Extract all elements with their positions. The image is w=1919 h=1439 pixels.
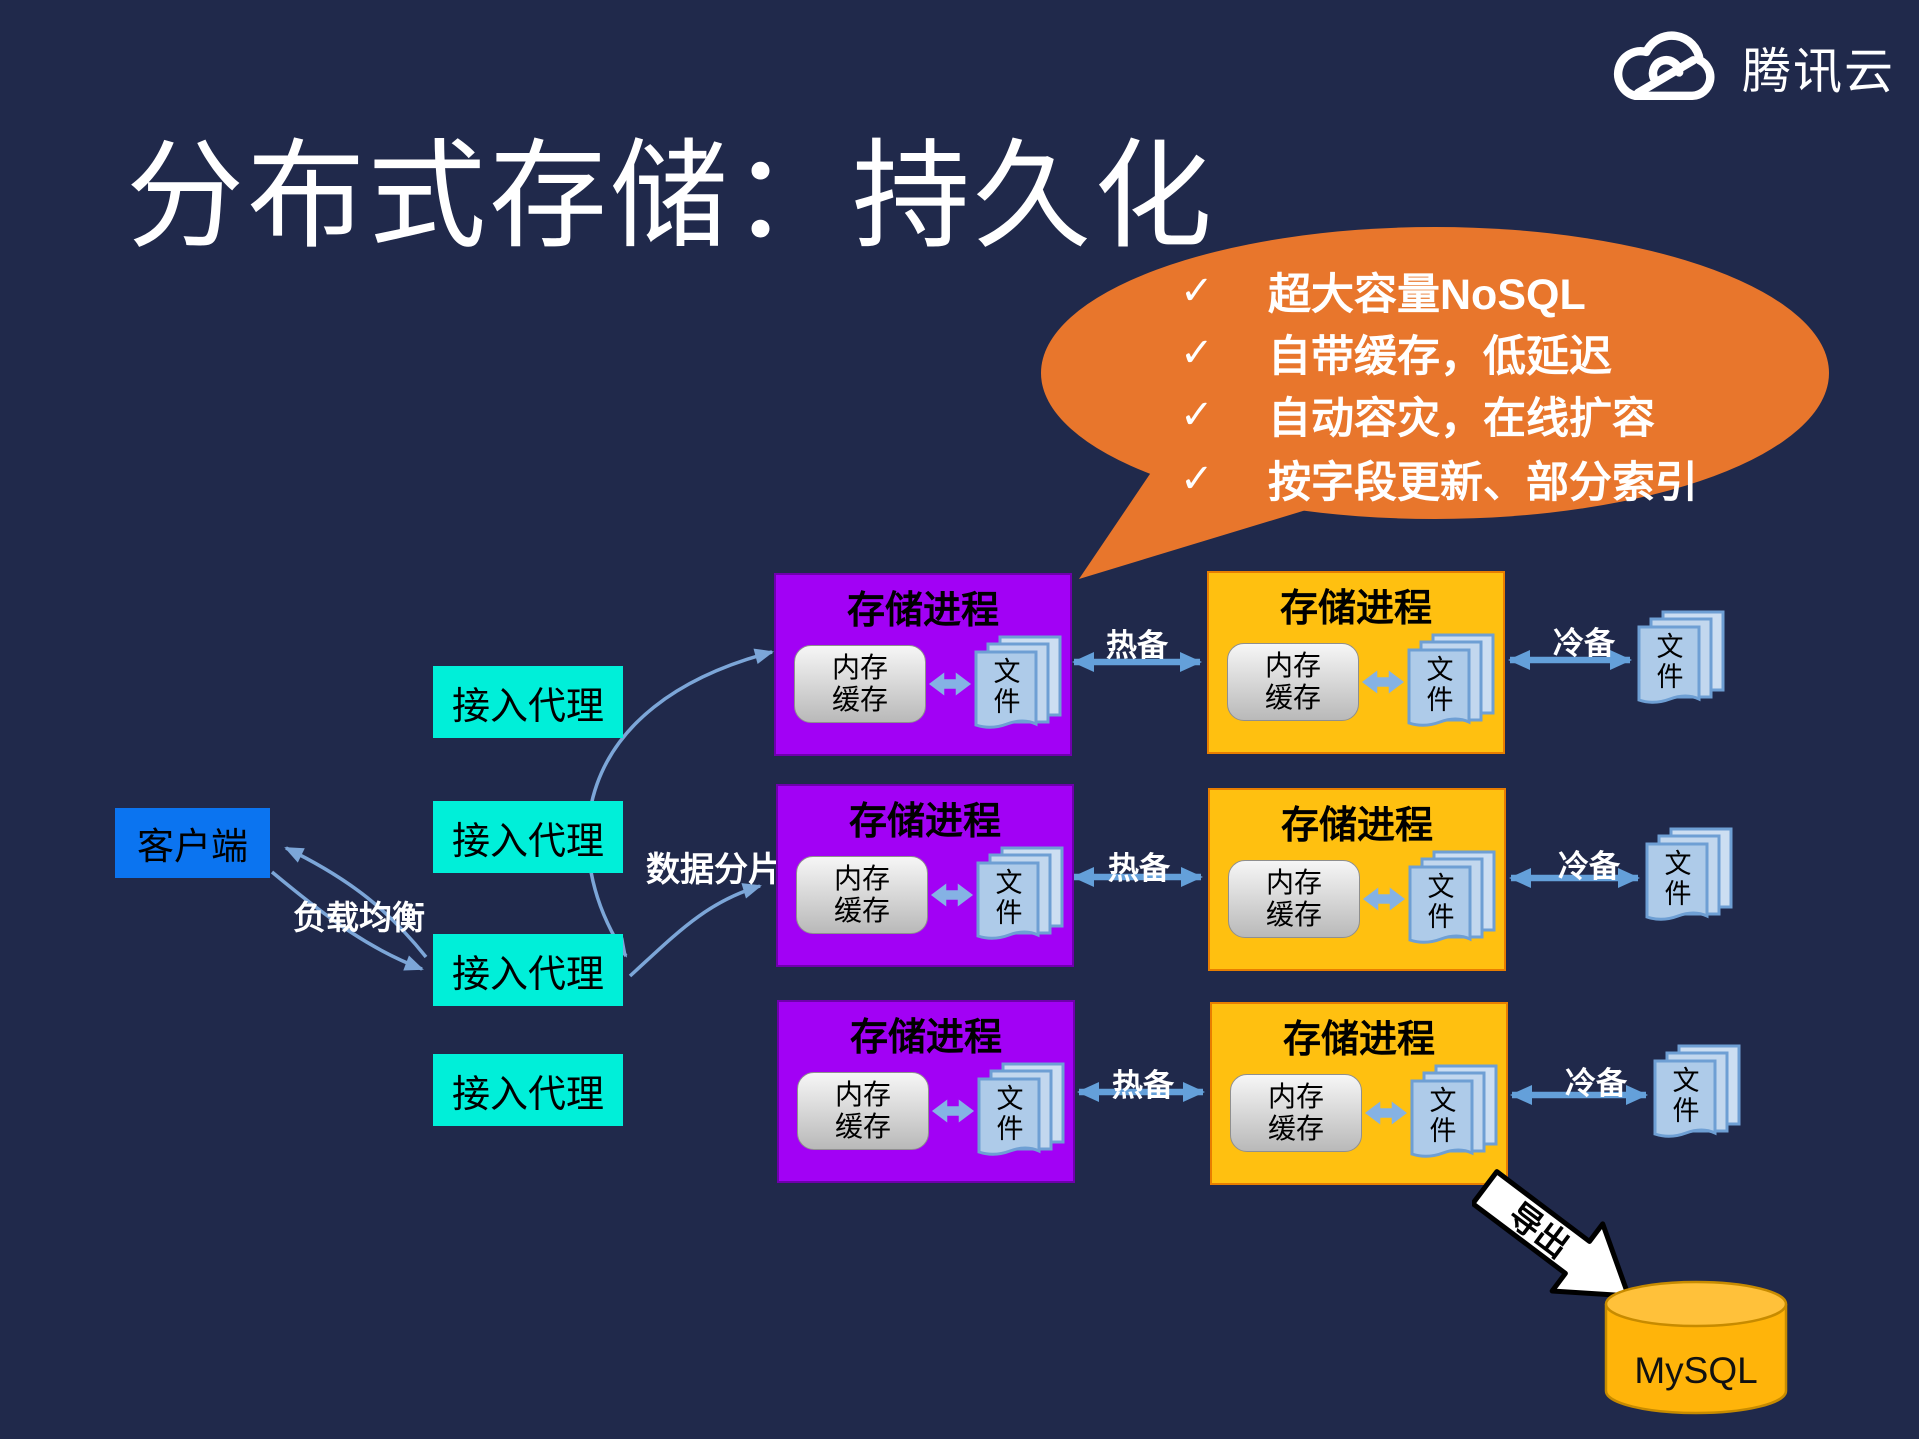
storage-process-replica-2: 存储进程 内存 缓存 文 件	[1208, 788, 1506, 971]
sync-arrow-icon	[1362, 887, 1406, 911]
bubble-item-text: 自动容灾，在线扩容	[1268, 395, 1655, 443]
cold-backup-label-row1: 冷备	[1553, 626, 1615, 661]
cache-line: 内存	[1267, 1080, 1324, 1112]
cache-line: 内存	[833, 862, 890, 894]
cold-file-stack-row2: 文 件	[1645, 827, 1737, 927]
bubble-item: ✓ 超大容量NoSQL	[1180, 267, 1586, 319]
export-arrow: 导出	[1472, 1169, 1632, 1299]
memory-cache-node: 内存 缓存	[1230, 1074, 1362, 1152]
cache-line: 缓存	[1264, 682, 1321, 713]
file-label: 件	[1664, 879, 1692, 910]
file-label: 文	[993, 657, 1021, 687]
cache-line: 内存	[1265, 866, 1322, 898]
sync-arrow-icon	[928, 672, 972, 696]
memory-cache-node: 内存 缓存	[1228, 860, 1360, 938]
check-icon: ✓	[1180, 269, 1214, 313]
cache-line: 缓存	[831, 684, 888, 715]
tencent-cloud-logo: 腾讯云	[1606, 22, 1895, 113]
file-stack-icon: 文 件	[974, 635, 1066, 735]
storage-process-primary-1: 存储进程 内存 缓存 文 件	[774, 573, 1072, 756]
cold-backup-label-row3: 冷备	[1565, 1066, 1627, 1101]
hot-backup-label-row1: 热备	[1106, 628, 1168, 663]
storage-process-primary-2: 存储进程 内存 缓存 文 件	[776, 784, 1074, 967]
client-node: 客户端	[115, 808, 270, 878]
sync-arrow-icon	[930, 883, 974, 907]
storage-process-title: 存储进程	[1279, 588, 1432, 630]
load-balance-label: 负载均衡	[293, 899, 425, 936]
storage-process-title: 存储进程	[848, 801, 1001, 843]
cold-backup-label-row2: 冷备	[1558, 849, 1620, 884]
hot-backup-label-row3: 热备	[1112, 1068, 1174, 1103]
file-label: 文	[1664, 849, 1692, 879]
cache-line: 缓存	[1267, 1113, 1324, 1144]
file-stack-icon: 文 件	[1408, 850, 1500, 950]
storage-process-title: 存储进程	[1280, 805, 1433, 847]
file-label: 件	[1672, 1096, 1700, 1127]
file-stack-icon: 文 件	[1410, 1064, 1502, 1164]
file-label: 文	[996, 1084, 1024, 1114]
page-title: 分布式存储：持久化	[126, 127, 1216, 265]
memory-cache-node: 内存 缓存	[796, 856, 928, 934]
bubble-item: ✓ 按字段更新、部分索引	[1180, 455, 1698, 507]
memory-cache-node: 内存 缓存	[1227, 643, 1359, 721]
cold-file-stack-row3: 文 件	[1653, 1044, 1745, 1144]
storage-process-replica-3: 存储进程 内存 缓存 文 件	[1210, 1002, 1508, 1185]
file-label: 文	[1672, 1066, 1700, 1096]
cache-line: 缓存	[834, 1111, 891, 1142]
access-proxy-node-1: 接入代理	[433, 666, 623, 738]
bubble-item-text: 自带缓存，低延迟	[1268, 333, 1612, 381]
brand-name: 腾讯云	[1741, 45, 1895, 99]
cache-line: 内存	[834, 1078, 891, 1110]
memory-cache-node: 内存 缓存	[797, 1072, 929, 1150]
mysql-database: MySQL	[1604, 1280, 1788, 1415]
file-label: 文	[1427, 872, 1455, 902]
memory-cache-node: 内存 缓存	[794, 645, 926, 723]
file-stack-icon: 文 件	[976, 846, 1068, 946]
sync-arrow-icon	[1361, 670, 1405, 694]
file-label: 文	[1429, 1086, 1457, 1116]
cache-line: 缓存	[1265, 899, 1322, 930]
access-proxy-node-2: 接入代理	[433, 801, 623, 873]
storage-process-title: 存储进程	[849, 1017, 1002, 1059]
check-icon: ✓	[1180, 331, 1214, 375]
bubble-item: ✓ 自带缓存，低延迟	[1180, 329, 1612, 381]
file-label: 件	[995, 898, 1023, 929]
tencent-cloud-icon	[1606, 22, 1728, 113]
file-label: 文	[995, 868, 1023, 898]
file-label: 件	[993, 687, 1021, 718]
storage-process-primary-3: 存储进程 内存 缓存 文 件	[777, 1000, 1075, 1183]
storage-process-title: 存储进程	[1282, 1019, 1435, 1061]
bubble-item-text: 超大容量NoSQL	[1268, 271, 1586, 319]
mysql-label: MySQL	[1634, 1350, 1757, 1391]
cache-line: 缓存	[833, 895, 890, 926]
file-label: 文	[1426, 655, 1454, 685]
bubble-item: ✓ 自动容灾，在线扩容	[1180, 391, 1655, 443]
file-label: 件	[1429, 1116, 1457, 1147]
bubble-item-text: 按字段更新、部分索引	[1268, 459, 1698, 507]
check-icon: ✓	[1180, 393, 1214, 437]
feature-callout-bubble: ✓ 超大容量NoSQL ✓ 自带缓存，低延迟 ✓ 自动容灾，在线扩容 ✓ 按字段…	[1030, 215, 1850, 595]
file-label: 件	[1426, 685, 1454, 716]
hot-backup-label-row2: 热备	[1108, 851, 1170, 886]
cache-line: 内存	[1264, 649, 1321, 681]
file-label: 件	[996, 1114, 1024, 1145]
cache-line: 内存	[831, 651, 888, 683]
file-stack-icon: 文 件	[977, 1062, 1069, 1162]
file-label: 件	[1427, 902, 1455, 933]
access-proxy-node-4: 接入代理	[433, 1054, 623, 1126]
cold-file-stack-row1: 文 件	[1637, 610, 1729, 710]
arrow-proxy-storage2	[628, 883, 762, 978]
file-label: 文	[1656, 632, 1684, 662]
check-icon: ✓	[1180, 457, 1214, 501]
sync-arrow-icon	[931, 1099, 975, 1123]
bubble-shape	[1041, 227, 1829, 579]
file-label: 件	[1656, 662, 1684, 693]
file-stack-icon: 文 件	[1407, 633, 1499, 733]
storage-process-replica-1: 存储进程 内存 缓存 文 件	[1207, 571, 1505, 754]
access-proxy-node-3: 接入代理	[433, 934, 623, 1006]
sync-arrow-icon	[1364, 1101, 1408, 1125]
data-sharding-label: 数据分片	[646, 851, 782, 889]
storage-process-title: 存储进程	[846, 590, 999, 632]
